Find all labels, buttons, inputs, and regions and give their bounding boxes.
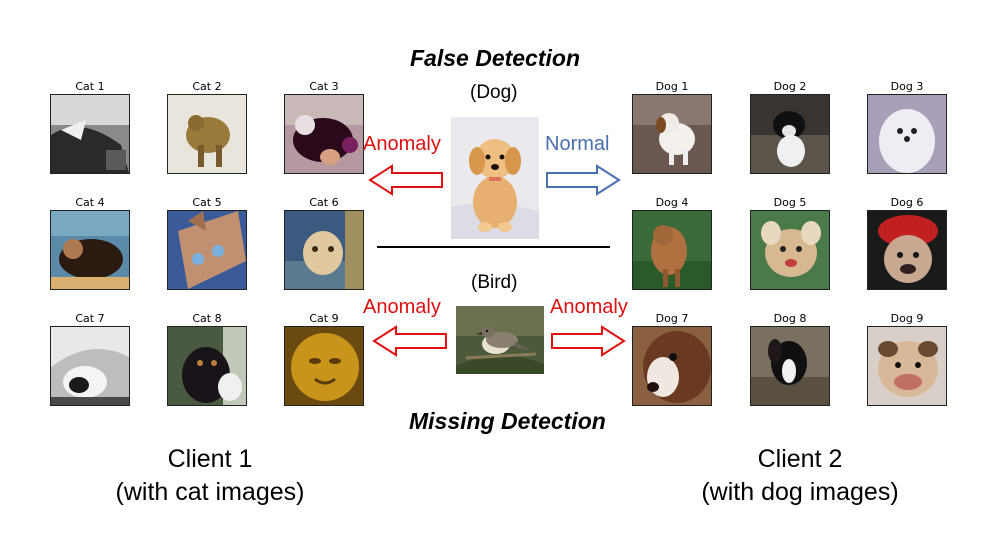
dog-9-label: Dog 9 [890,312,924,325]
false-detection-title: False Detection [410,45,580,71]
cat-5-image [167,210,247,290]
client-1-title: Client 1 [167,445,253,473]
cat-7-image [50,326,130,406]
cat-2-image [167,94,247,174]
dog-1-label: Dog 1 [655,80,689,93]
cat-7-label: Cat 7 [75,312,105,325]
dog-normal-arrow [546,164,621,196]
dog-3-image [867,94,947,174]
dog-5-label: Dog 5 [773,196,807,209]
dog-8-image [750,326,830,406]
dog-normal-label: Normal [545,133,610,155]
client-1-subtitle: (with cat images) [115,478,305,506]
cat-5-label: Cat 5 [192,196,222,209]
bird-anomaly-left-label: Anomaly [363,296,441,318]
cat-6-image [284,210,364,290]
dog-2-label: Dog 2 [773,80,807,93]
cat-3-image [284,94,364,174]
dog-7-label: Dog 7 [655,312,689,325]
cat-9-label: Cat 9 [309,312,339,325]
cat-3-label: Cat 3 [309,80,339,93]
dog-6-image [867,210,947,290]
center-divider [377,246,610,248]
cat-6-label: Cat 6 [309,196,339,209]
client-2-subtitle: (with dog images) [701,478,899,506]
dog-5-image [750,210,830,290]
dog-anomaly-arrow [368,164,443,196]
bird-class-label: (Bird) [471,272,518,293]
dog-query-image [451,117,539,239]
cat-4-label: Cat 4 [75,196,105,209]
client-2-title: Client 2 [757,445,843,473]
cat-1-label: Cat 1 [75,80,105,93]
cat-9-image [284,326,364,406]
dog-4-label: Dog 4 [655,196,689,209]
cat-1-image [50,94,130,174]
dog-2-image [750,94,830,174]
client-2-caption: Client 2 (with dog images) [688,443,912,509]
client-1-caption: Client 1 (with cat images) [100,443,320,509]
missing-detection-title: Missing Detection [409,408,606,434]
dog-3-label: Dog 3 [890,80,924,93]
dog-9-image [867,326,947,406]
bird-query-image [456,306,544,374]
dog-6-label: Dog 6 [890,196,924,209]
bird-anomaly-left-arrow [372,325,447,357]
cat-2-label: Cat 2 [192,80,222,93]
bird-anomaly-right-label: Anomaly [550,296,628,318]
cat-8-label: Cat 8 [192,312,222,325]
cat-4-image [50,210,130,290]
dog-class-label: (Dog) [470,82,518,103]
cat-8-image [167,326,247,406]
dog-7-image [632,326,712,406]
dog-8-label: Dog 8 [773,312,807,325]
dog-4-image [632,210,712,290]
dog-1-image [632,94,712,174]
dog-anomaly-label: Anomaly [363,133,441,155]
bird-anomaly-right-arrow [551,325,626,357]
